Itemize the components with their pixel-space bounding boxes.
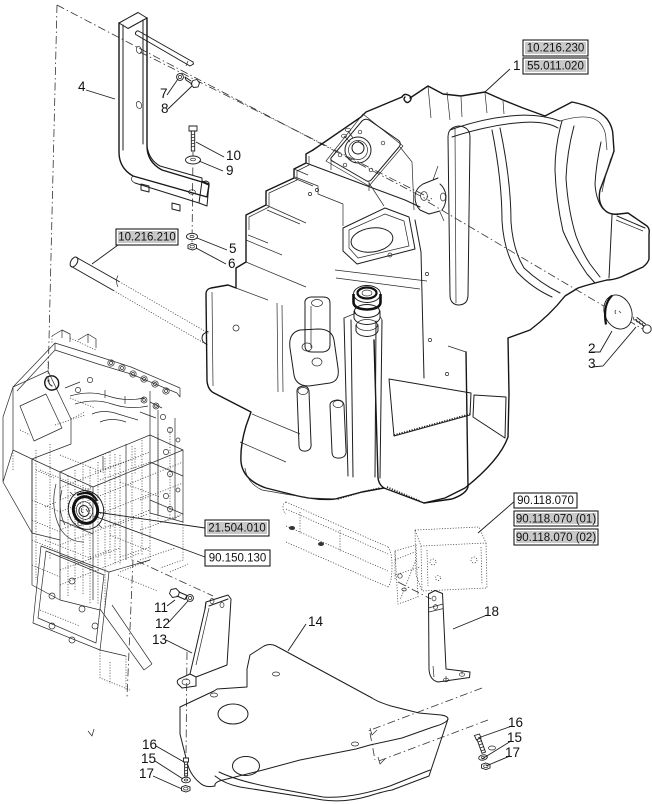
svg-text:6: 6 (228, 256, 236, 271)
svg-text:2: 2 (588, 341, 596, 356)
svg-text:8: 8 (161, 101, 169, 116)
svg-text:10.216.210: 10.216.210 (118, 232, 176, 244)
svg-text:3: 3 (588, 356, 596, 371)
svg-text:90.118.070 (01): 90.118.070 (01) (516, 514, 597, 526)
svg-text:4: 4 (78, 79, 86, 94)
svg-text:15: 15 (141, 751, 156, 766)
svg-text:15: 15 (507, 730, 522, 745)
svg-text:16: 16 (142, 737, 157, 752)
svg-text:21.504.010: 21.504.010 (208, 523, 266, 535)
svg-text:10.216.230: 10.216.230 (527, 43, 585, 55)
svg-text:90.118.070: 90.118.070 (517, 495, 574, 507)
svg-text:10: 10 (226, 148, 241, 163)
svg-text:17: 17 (505, 745, 520, 760)
svg-text:16: 16 (508, 715, 523, 730)
svg-text:5: 5 (229, 241, 237, 256)
svg-text:14: 14 (308, 614, 324, 629)
svg-text:17: 17 (139, 766, 154, 781)
svg-text:18: 18 (484, 604, 499, 619)
svg-text:12: 12 (155, 616, 170, 631)
svg-text:7: 7 (160, 86, 168, 101)
svg-text:90.118.070 (02): 90.118.070 (02) (516, 532, 597, 544)
svg-text:9: 9 (226, 163, 234, 178)
svg-text:13: 13 (152, 632, 167, 647)
svg-text:1: 1 (513, 58, 521, 73)
svg-text:11: 11 (154, 600, 168, 615)
svg-text:55.011.020: 55.011.020 (527, 61, 584, 73)
svg-text:90.150.130: 90.150.130 (209, 553, 267, 565)
